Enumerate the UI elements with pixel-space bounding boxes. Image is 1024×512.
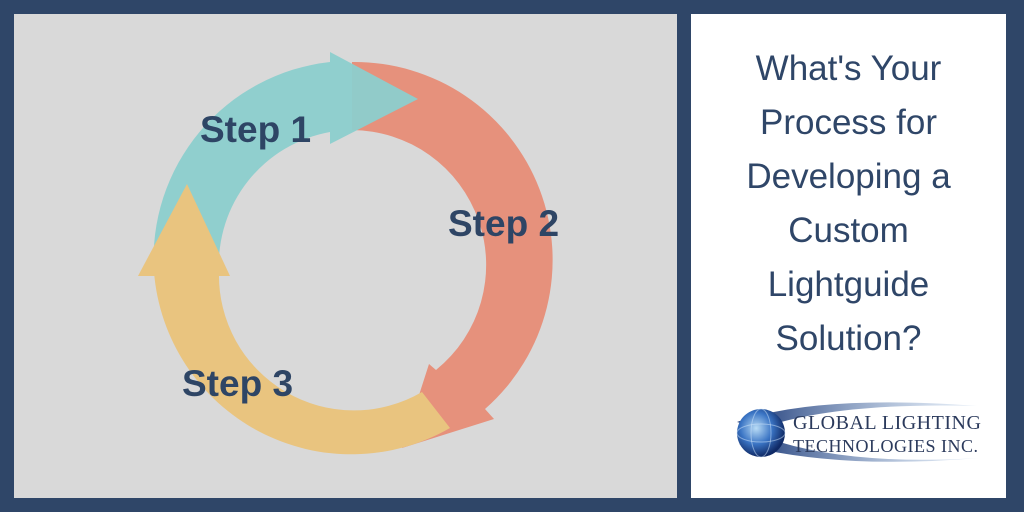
step-2-arrow (352, 61, 553, 449)
company-logo: GLOBAL LIGHTING TECHNOLOGIES INC. (727, 392, 987, 474)
step-3-label: Step 3 (182, 363, 293, 404)
headline-line: Lightguide (767, 265, 930, 304)
headline-line: Solution? (775, 319, 922, 358)
step-3-arrow (154, 272, 450, 455)
logo-text-line1: GLOBAL LIGHTING (793, 412, 982, 434)
headline-line: What's Your (755, 49, 942, 88)
globe-swoosh-icon (736, 402, 979, 462)
step-2-label: Step 2 (448, 203, 559, 244)
headline-line: Custom (788, 211, 909, 250)
logo-text-line2: TECHNOLOGIES INC. (793, 436, 979, 456)
step-3-arrowhead (138, 184, 230, 276)
process-cycle-diagram: Step 1 Step 2 Step 3 (138, 52, 559, 455)
headline: What's Your Process for Developing a Cus… (691, 42, 1006, 366)
diagram-panel: Step 1 Step 2 Step 3 (14, 14, 677, 498)
step-1-arrow (153, 52, 418, 272)
headline-line: Developing a (746, 157, 951, 196)
step-1-label: Step 1 (200, 109, 311, 150)
info-panel: What's Your Process for Developing a Cus… (691, 14, 1006, 498)
headline-line: Process for (760, 103, 937, 142)
